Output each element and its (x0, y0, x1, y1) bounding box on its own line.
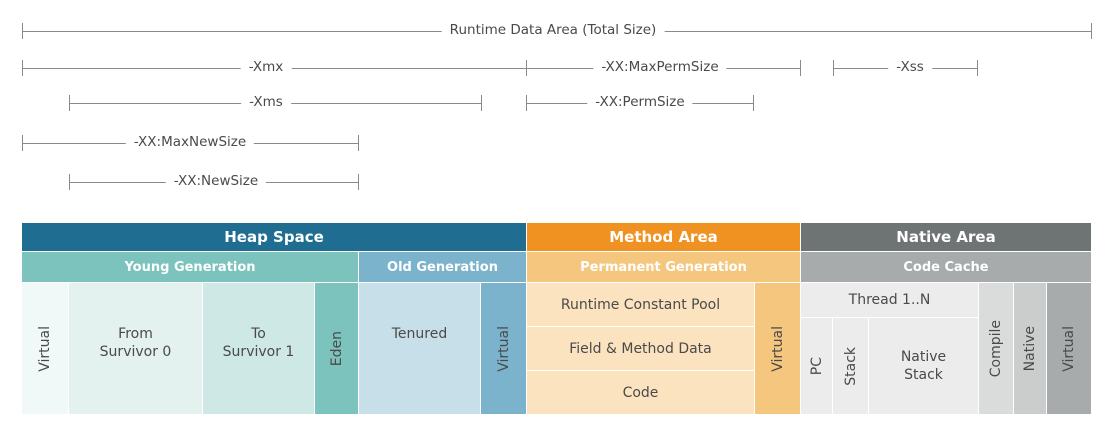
native-stack-cell: Native Stack (869, 318, 979, 415)
eden-label: Eden (328, 330, 345, 367)
runtime-constant-pool-cell: Runtime Constant Pool (527, 283, 755, 327)
compile-cell: Compile (979, 283, 1014, 415)
method-virtual-label: Virtual (769, 325, 786, 372)
thread-cell: Thread 1..N (801, 283, 979, 318)
heap-space-header: Heap Space (22, 223, 527, 252)
xmx-label: -Xmx (240, 59, 292, 76)
xms-label: -Xms (241, 94, 291, 111)
max-perm-size-label: -XX:MaxPermSize (593, 59, 727, 76)
stack-label: Stack (842, 346, 859, 386)
stack-cell: Stack (833, 318, 869, 415)
pc-label: PC (808, 356, 825, 376)
permanent-generation-header: Permanent Generation (527, 252, 801, 283)
field-method-data-cell: Field & Method Data (527, 327, 755, 371)
native-cell: Native (1014, 283, 1047, 415)
heap-virtual-label: Virtual (37, 325, 53, 372)
method-area-header: Method Area (527, 223, 801, 252)
old-generation-header: Old Generation (359, 252, 527, 283)
xss-label: -Xss (888, 59, 932, 76)
code-cache-header: Code Cache (801, 252, 1092, 283)
max-new-size-label: -XX:MaxNewSize (125, 134, 255, 151)
native-virtual-cell: Virtual (1047, 283, 1092, 415)
to-survivor-cell: To Survivor 1 (203, 283, 315, 415)
from-survivor-cell: From Survivor 0 (69, 283, 203, 415)
new-size-label: -XX:NewSize (165, 173, 267, 190)
old-virtual-cell: Virtual (481, 283, 527, 415)
young-generation-header: Young Generation (22, 252, 359, 283)
heap-virtual-cell: Virtual (22, 283, 69, 415)
code-cell: Code (527, 371, 755, 415)
native-label: Native (1022, 325, 1038, 372)
compile-label: Compile (988, 319, 1004, 378)
eden-cell: Eden (315, 283, 359, 415)
method-virtual-cell: Virtual (755, 283, 801, 415)
native-virtual-label: Virtual (1061, 325, 1077, 372)
pc-cell: PC (801, 318, 833, 415)
runtime-total-label: Runtime Data Area (Total Size) (441, 22, 665, 39)
tenured-cell: Tenured (359, 283, 481, 415)
old-virtual-label: Virtual (495, 325, 512, 372)
perm-size-label: -XX:PermSize (587, 94, 693, 111)
native-area-header: Native Area (801, 223, 1092, 252)
